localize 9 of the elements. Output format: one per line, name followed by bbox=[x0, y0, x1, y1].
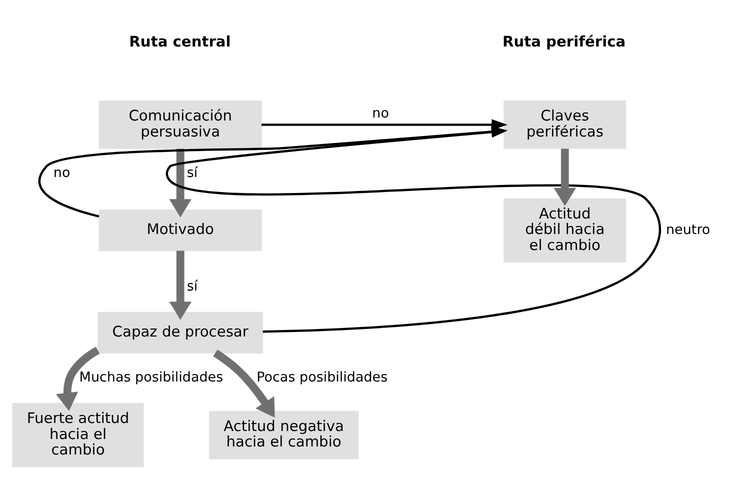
edge-label: no bbox=[53, 164, 70, 181]
edge-label: sí bbox=[186, 278, 198, 294]
label: Ruta central bbox=[129, 32, 231, 50]
edge-label: sí bbox=[186, 164, 198, 181]
edge-label: no bbox=[372, 104, 390, 121]
edge-label: neutro bbox=[666, 221, 710, 238]
edge-label: Muchas posibilidades bbox=[79, 369, 224, 386]
label: Ruta periférica bbox=[502, 32, 626, 50]
edge-label: Pocas posibilidades bbox=[256, 369, 388, 386]
